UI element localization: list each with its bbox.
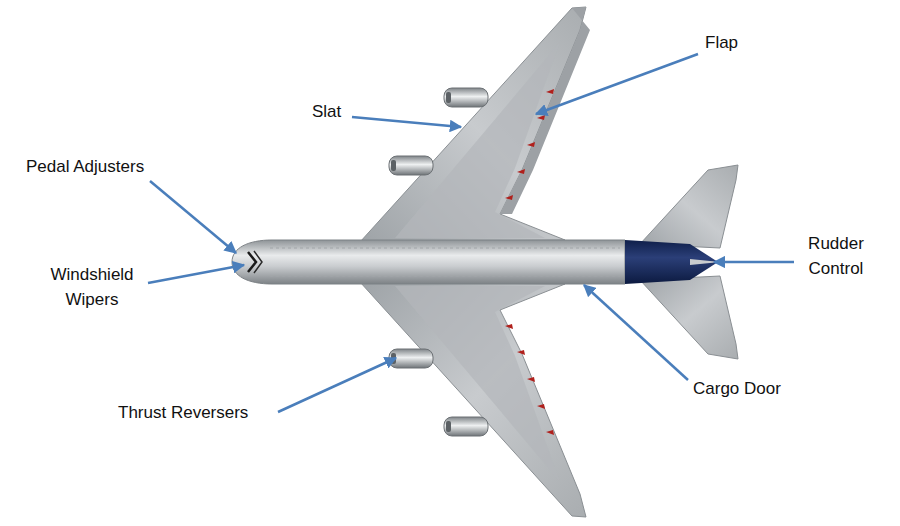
leader-line — [148, 265, 244, 283]
part-label: Windshield Wipers — [40, 262, 144, 312]
part-label: Rudder Control — [798, 231, 874, 281]
leader-line — [278, 358, 396, 412]
part-label: Pedal Adjusters — [26, 154, 176, 179]
part-label: Thrust Reversers — [118, 400, 278, 425]
leader-line — [584, 285, 688, 380]
leader-line — [150, 181, 236, 253]
leader-line — [352, 117, 461, 127]
part-label: Slat — [312, 99, 362, 124]
leader-line — [714, 261, 794, 264]
part-label: Cargo Door — [693, 376, 803, 401]
part-label: Flap — [705, 30, 765, 55]
leader-line — [536, 54, 698, 114]
